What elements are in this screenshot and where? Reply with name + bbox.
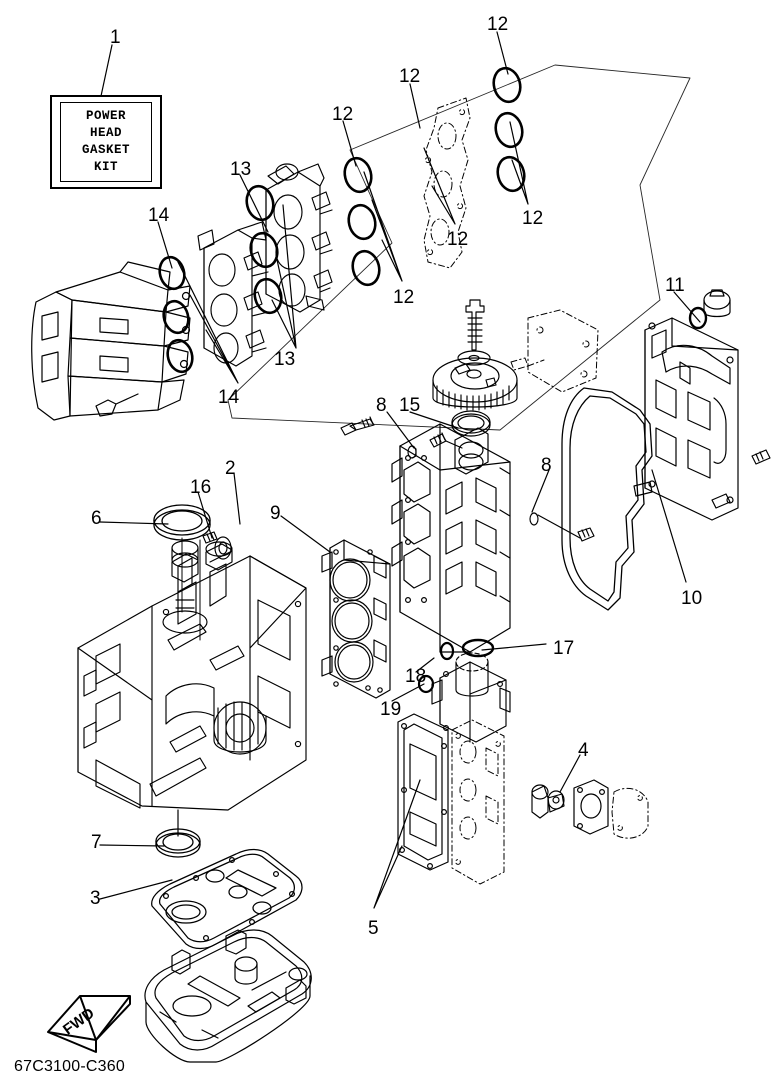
callout-13-o-ring-upper: 13	[230, 159, 252, 180]
leader-lines	[97, 31, 701, 909]
cam-bracket-ghost	[510, 309, 599, 393]
fwd-direction-marker	[47, 995, 131, 1053]
callout-8-bolt-right: 8	[541, 455, 552, 476]
callout-3-oil-pan-gasket: 3	[90, 888, 101, 909]
callout-9-cylinder-head-gasket: 9	[270, 503, 281, 524]
callout-12-o-ring-lower: 12	[393, 287, 415, 308]
callout-7-oil-seal-lower: 7	[91, 832, 102, 853]
power-head-gasket-kit-label: POWER HEAD GASKET KIT	[50, 95, 162, 189]
thermostat-housing	[431, 652, 511, 743]
oil-seal-15	[451, 410, 491, 437]
callout-6-oil-seal-upper: 6	[91, 508, 102, 529]
callout-18-o-ring-small-upper: 18	[405, 666, 427, 687]
kit-label-inner: POWER HEAD GASKET KIT	[60, 102, 152, 182]
callout-12-o-ring-top: 12	[487, 14, 509, 35]
group-boundary-outline	[227, 64, 691, 431]
thermostat-cover-ghost	[611, 787, 649, 839]
intake-plate-ghost	[423, 97, 471, 269]
diagram-part-number: 67C3100-C360	[14, 1058, 125, 1075]
intake-manifold-part	[31, 261, 191, 421]
oil-seal-cap-11	[688, 289, 731, 330]
kit-label-line1: POWER HEAD	[85, 109, 126, 140]
kit-label-line2: GASKET KIT	[81, 143, 130, 174]
callout-13-o-ring-lower: 13	[274, 349, 296, 370]
callout-10-head-cover-gasket: 10	[681, 588, 703, 609]
thermostat-part-4	[531, 784, 565, 819]
callout-12-o-ring-right: 12	[522, 208, 544, 229]
callout-17-o-ring-thermostat: 17	[553, 638, 575, 659]
o-ring-set-13	[245, 184, 283, 315]
callout-1-power-head-gasket-kit: 1	[110, 27, 121, 48]
callout-2-washer: 2	[225, 458, 236, 479]
crankcase-assembly	[77, 540, 307, 811]
bolt-right-lower	[751, 449, 771, 465]
o-ring-17	[461, 638, 495, 658]
oil-seal-7	[155, 828, 201, 858]
callout-14-o-ring-upper: 14	[148, 205, 170, 226]
oil-seal-6	[153, 504, 211, 541]
callout-12-o-ring-upper-left: 12	[332, 104, 354, 125]
cylinder-block	[391, 423, 511, 653]
callout-14-o-ring-lower: 14	[218, 387, 240, 408]
o-ring-set-12b	[492, 66, 526, 193]
head-cover-gasket-10	[561, 387, 653, 611]
callout-12-o-ring-mid: 12	[447, 229, 469, 250]
camshaft-pulley-assembly	[432, 299, 518, 411]
callout-5-exhaust-cover-gasket: 5	[368, 918, 379, 939]
callout-4-thermostat-cover-gasket: 4	[578, 740, 589, 761]
callout-19-o-ring-small-lower: 19	[380, 699, 402, 720]
cylinder-head-cover-11	[633, 317, 739, 521]
bolt-set-8	[340, 416, 595, 542]
thermostat-gasket-4	[573, 779, 609, 835]
o-ring-18	[439, 641, 455, 661]
carburetor-assembly	[197, 163, 333, 367]
callout-12-o-ring-upper-mid: 12	[399, 66, 421, 87]
oil-pan-gasket-3	[151, 848, 303, 950]
callout-16-plug: 16	[190, 477, 212, 498]
cylinder-head-gasket-9	[321, 539, 391, 699]
plug-16	[202, 531, 218, 544]
callout-15-oil-seal-camshaft: 15	[399, 395, 421, 416]
oil-pan	[144, 929, 312, 1063]
callout-11-oil-seal-cover: 11	[665, 275, 685, 296]
callout-8-bolt-left: 8	[376, 395, 387, 416]
exhaust-cover-ghost	[451, 719, 505, 885]
drain-plug	[205, 541, 233, 571]
exhaust-cover-gasket-5	[397, 713, 449, 871]
o-ring-set-14	[158, 255, 194, 374]
o-ring-set-12a	[343, 156, 381, 287]
